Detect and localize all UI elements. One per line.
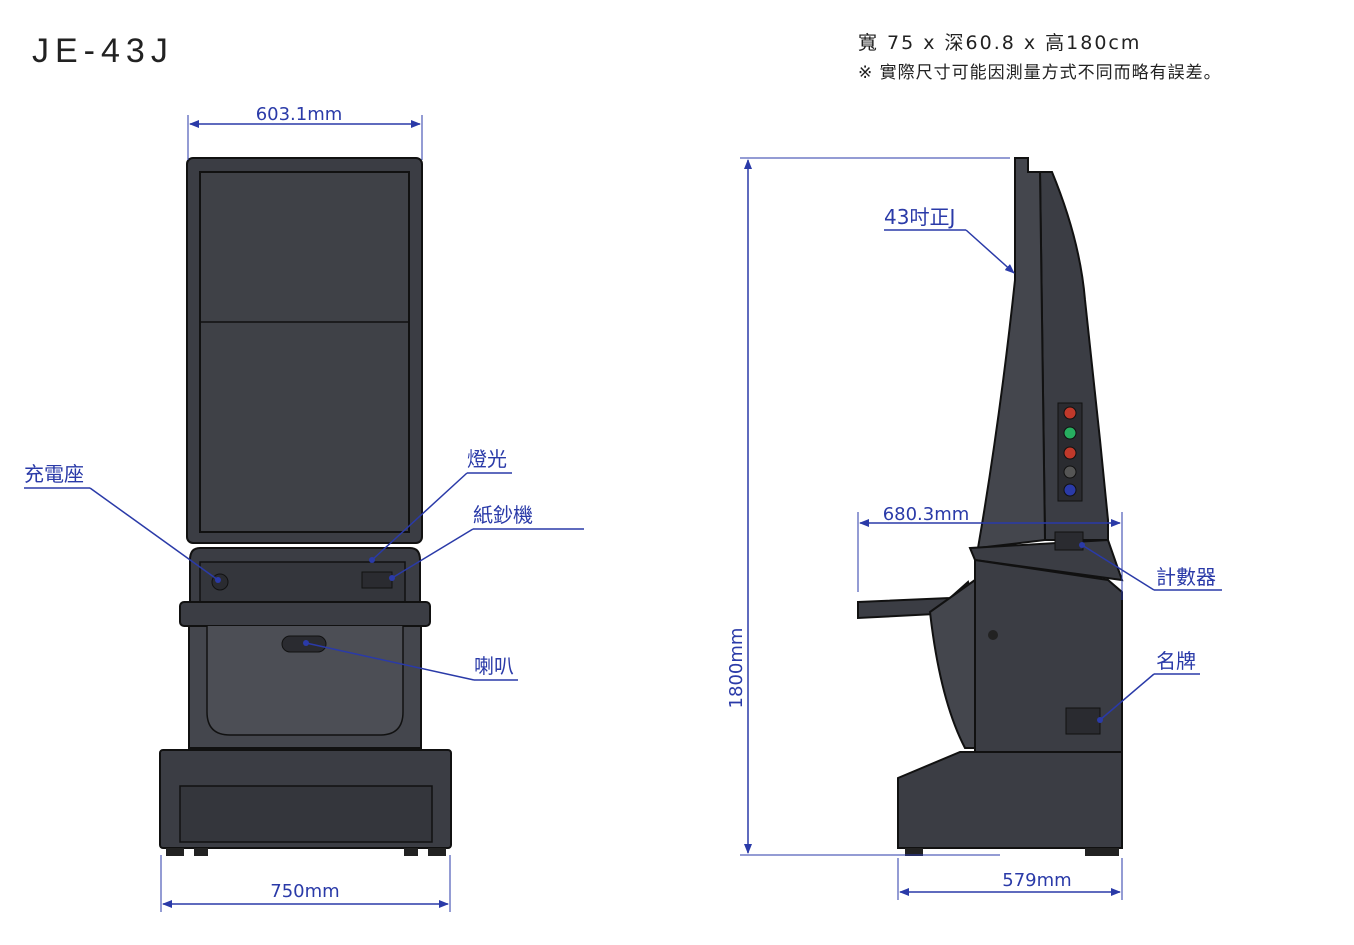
front-width-top-label: 603.1mm — [256, 104, 343, 125]
nameplate — [1065, 707, 1101, 735]
callout-bill-acceptor: 紙鈔機 — [473, 503, 533, 527]
callout-screen: 43吋正J — [884, 205, 955, 229]
callout-speaker: 喇叭 — [474, 654, 514, 678]
side-view: 1800mm 680.3mm 579mm 43吋正J 計數器 名牌 — [726, 157, 1222, 900]
side-main-cabinet — [974, 558, 1123, 753]
front-width-base-label: 750mm — [270, 881, 339, 902]
spec-note: ※ 實際尺寸可能因測量方式不同而略有誤差。 — [858, 63, 1222, 83]
callout-counter: 計數器 — [1156, 565, 1216, 589]
front-view: 603.1mm 750mm 充電座 燈光 紙鈔機 喇叭 — [24, 104, 584, 912]
side-rear-body — [1038, 171, 1109, 541]
front-deck — [179, 601, 431, 627]
side-base — [897, 751, 1123, 849]
charger-port — [211, 573, 229, 591]
speaker-grille — [281, 635, 327, 653]
callout-nameplate: 名牌 — [1156, 649, 1196, 673]
side-lower-leg — [928, 578, 976, 749]
model-title: JE-43J — [32, 32, 174, 70]
spec-dimensions: 寬 75 x 深60.8 x 高180cm — [858, 32, 1142, 54]
side-counter-box — [1054, 531, 1084, 551]
bill-acceptor-slot — [361, 571, 393, 589]
side-monitor — [976, 157, 1047, 550]
front-screen — [199, 171, 410, 533]
callout-charger: 充電座 — [24, 462, 84, 486]
side-depth-top-label: 680.3mm — [883, 504, 970, 525]
callout-light: 燈光 — [467, 447, 507, 471]
side-height-label: 1800mm — [726, 628, 747, 709]
side-depth-base-label: 579mm — [1002, 870, 1071, 891]
